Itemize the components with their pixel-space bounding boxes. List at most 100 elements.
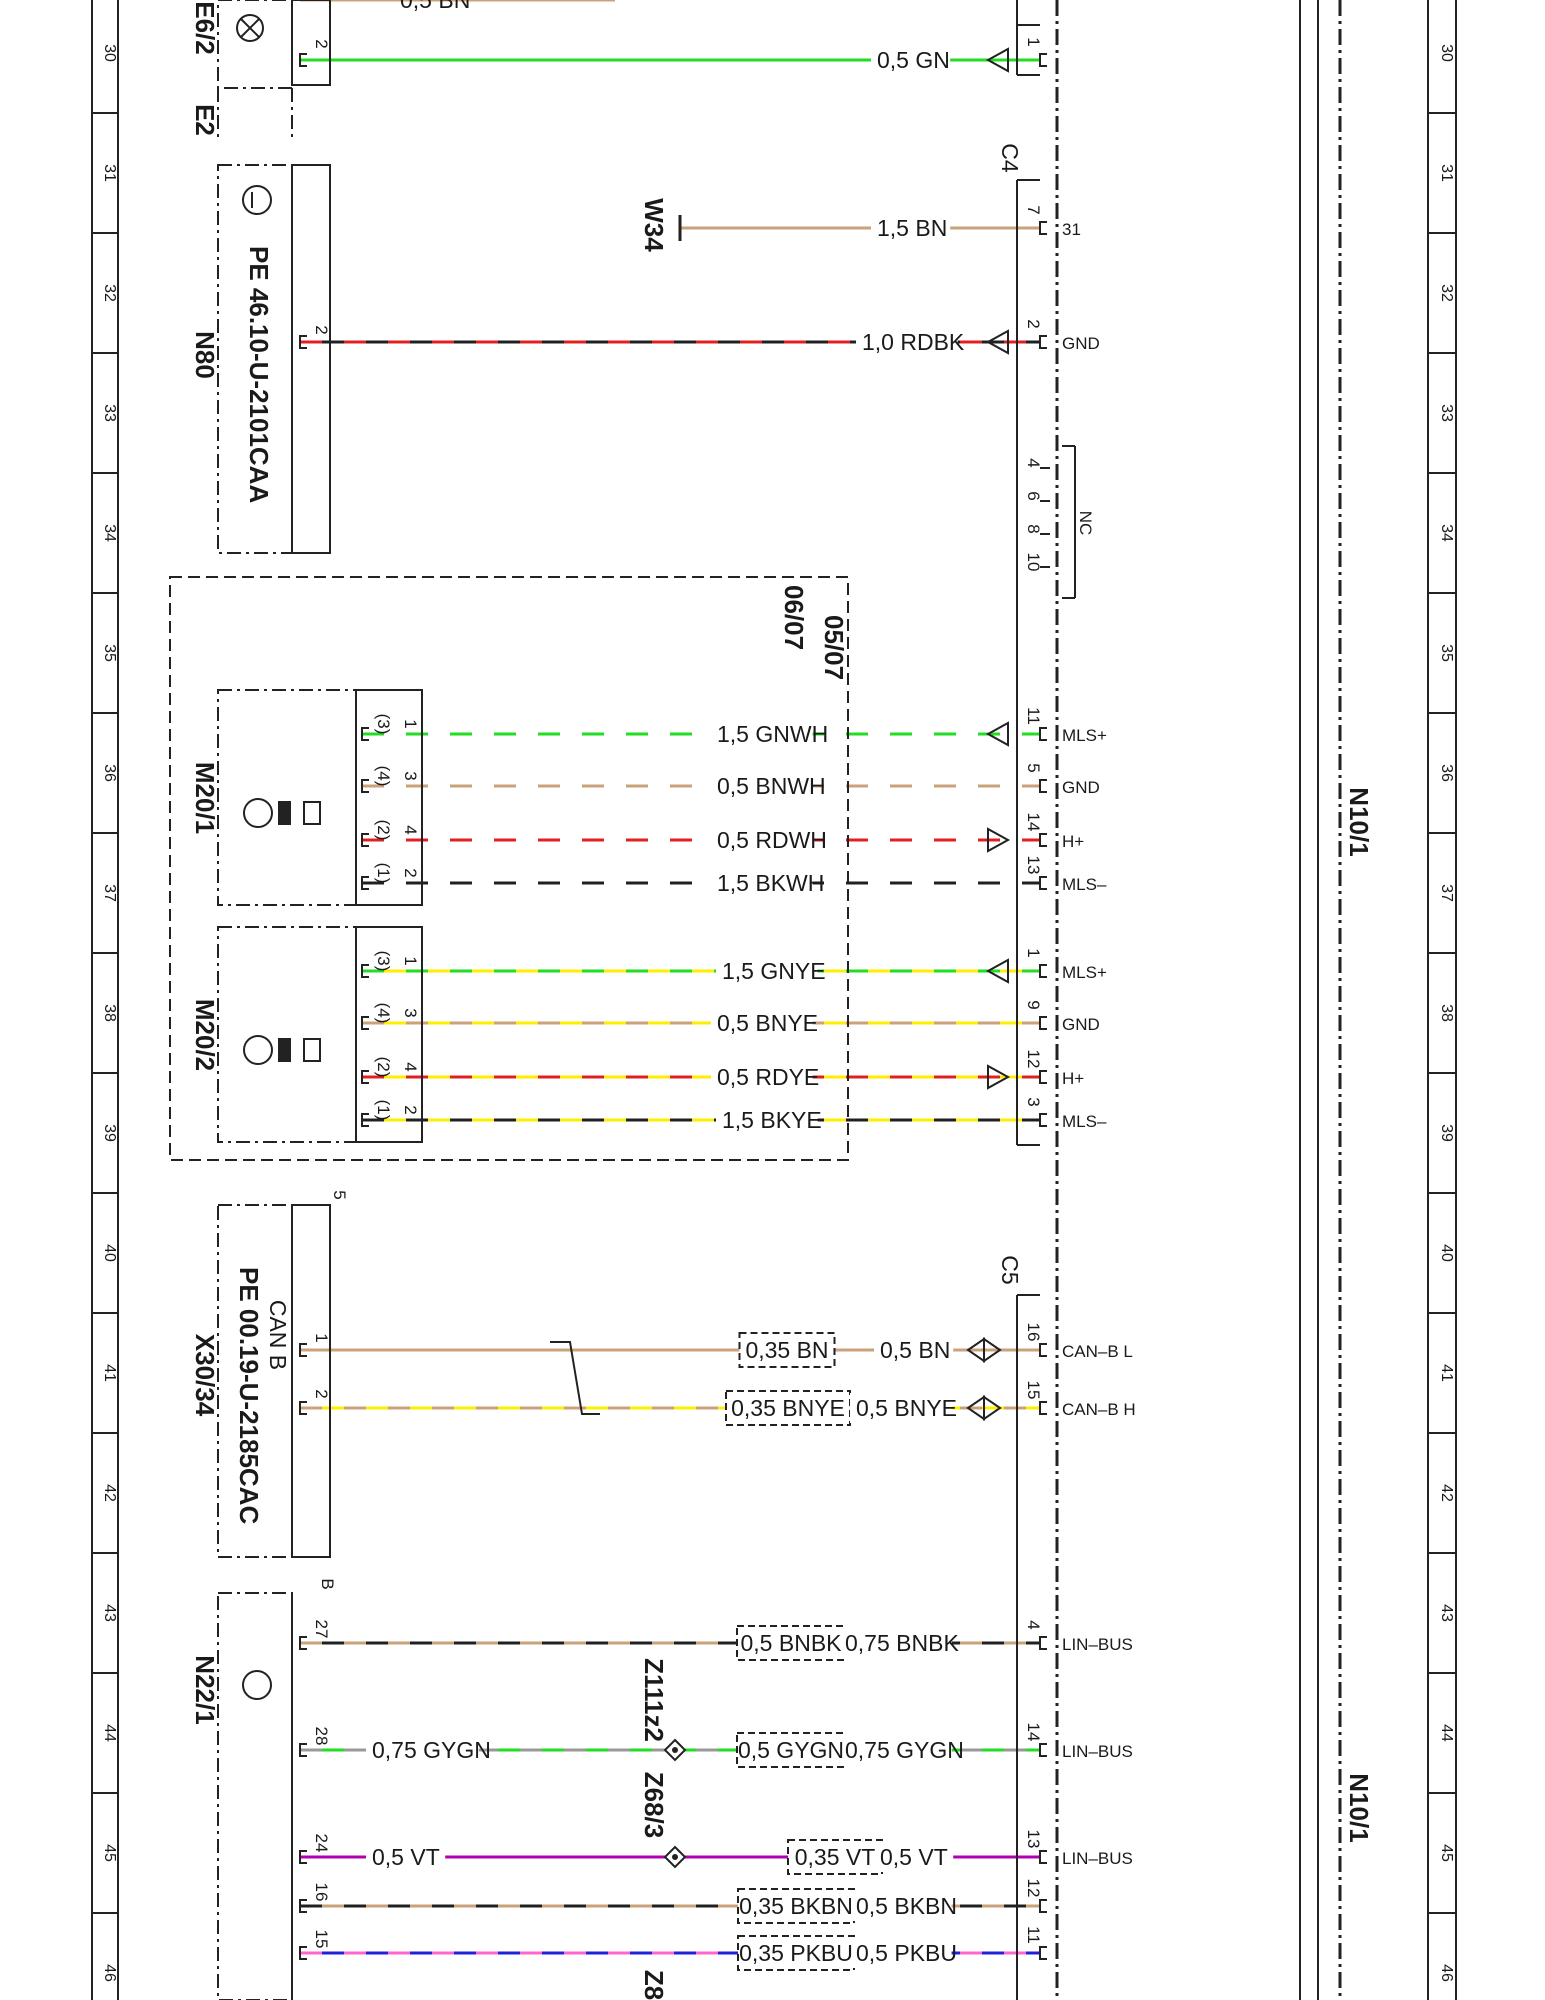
wire-label-14: 0,75 GYGN xyxy=(845,1737,964,1763)
connector-c4-label: C4 xyxy=(997,143,1023,173)
pin-mark xyxy=(299,1401,307,1415)
lamp-icon xyxy=(236,14,264,42)
motor-icon xyxy=(303,1038,321,1062)
wire-label-15-bg xyxy=(874,1842,954,1872)
ruler-label-right: 40 xyxy=(1438,1244,1455,1262)
wire-left-label-15: 0,5 VT xyxy=(372,1844,440,1870)
bidirectional-arrow-icon xyxy=(966,1395,1002,1421)
arrow-icon xyxy=(985,47,1009,73)
ruler-label-left: 34 xyxy=(101,524,118,542)
pin-mark xyxy=(1039,1636,1047,1650)
motor-pin: 4 xyxy=(401,825,420,834)
pin-number-17: 11 xyxy=(1024,1926,1043,1944)
wire-label-11: 0,5 BN xyxy=(880,1337,950,1363)
signal-label-12: CAN–B H xyxy=(1062,1400,1136,1419)
ruler-label-left: 32 xyxy=(101,284,118,302)
wire-label-1-bg xyxy=(871,213,951,243)
splice-dot xyxy=(672,1747,678,1753)
motor-alt-pin: (1) xyxy=(374,863,393,884)
pin-number-11: 16 xyxy=(1024,1323,1043,1342)
wire-alt-13: 0,5 BNBK xyxy=(741,1630,843,1656)
pin-mark xyxy=(1039,1946,1047,1960)
ruler-label-right: 30 xyxy=(1438,44,1455,62)
connector-c5-label: C5 xyxy=(997,1255,1023,1284)
arrow-icon xyxy=(985,721,1009,747)
pin-number-0: 1 xyxy=(1024,37,1043,46)
motor-icon xyxy=(243,1035,273,1065)
signal-label-15: LIN–BUS xyxy=(1062,1849,1133,1868)
wire-label-13: 0,75 BNBK xyxy=(845,1630,959,1656)
bidirectional-arrow-icon xyxy=(966,1337,1002,1363)
wire-label-17: 0,5 PKBU xyxy=(856,1940,957,1966)
signal-label-11: CAN–B L xyxy=(1062,1342,1133,1361)
ruler-label-left: 30 xyxy=(101,44,118,62)
ruler-label-right: 31 xyxy=(1438,164,1455,182)
x30-pin-1: 1 xyxy=(312,1333,331,1342)
motor-pin: 3 xyxy=(401,1008,420,1017)
components-layer xyxy=(169,0,1076,2000)
pin-mark xyxy=(1039,1743,1047,1757)
wire-alt-17: 0,35 PKBU xyxy=(739,1940,853,1966)
ruler-label-right: 33 xyxy=(1438,404,1455,422)
signal-label-1: 31 xyxy=(1062,220,1081,239)
motor-alt-pin: (1) xyxy=(374,1100,393,1121)
signal-label-9: H+ xyxy=(1062,1069,1084,1088)
n80-pin-2: 2 xyxy=(312,325,331,334)
wire-alt-15: 0,35 VT xyxy=(795,1844,876,1870)
motor-pin: 1 xyxy=(401,719,420,728)
ruler-label-left: 39 xyxy=(101,1124,118,1142)
component-motor xyxy=(217,926,357,1143)
nc-pin-number: 10 xyxy=(1024,553,1043,572)
motor-alt-pin: (2) xyxy=(374,820,393,841)
ruler-label-left: 35 xyxy=(101,644,118,662)
pin-number-14: 14 xyxy=(1024,1723,1043,1742)
signal-label-10: MLS– xyxy=(1062,1112,1107,1131)
pin-mark xyxy=(299,1850,307,1864)
signal-label-6: MLS– xyxy=(1062,875,1107,894)
ruler-label-left: 42 xyxy=(101,1484,118,1502)
splice-dot xyxy=(672,1854,678,1860)
device-n10-1-label-lower: N10/1 xyxy=(1344,1773,1374,1842)
wire-label-3: 1,5 GNWH xyxy=(717,721,828,747)
motor-alt-pin: (3) xyxy=(374,951,393,972)
pin-mark xyxy=(299,1343,307,1357)
pin-number-5: 14 xyxy=(1024,813,1043,832)
pin-mark xyxy=(1039,727,1047,741)
motor-alt-pin: (2) xyxy=(374,1057,393,1078)
nc-pin-number: 8 xyxy=(1024,524,1043,533)
ruler-label-left: 31 xyxy=(101,164,118,182)
motor-pin: 4 xyxy=(401,1062,420,1071)
wire-label-12: 0,5 BNYE xyxy=(856,1395,957,1421)
pin-mark xyxy=(1039,335,1047,349)
device-e6-2-label: E6/2 xyxy=(190,1,220,55)
signal-label-8: GND xyxy=(1062,1015,1100,1034)
wire-label-10-bg xyxy=(716,1105,818,1135)
wire-label-2: 1,0 RDBK xyxy=(862,329,965,355)
ruler-label-left: 38 xyxy=(101,1004,118,1022)
ruler-label-left: 33 xyxy=(101,404,118,422)
n22-pin: 16 xyxy=(312,1883,331,1902)
pin-number-10: 3 xyxy=(1024,1097,1043,1106)
device-n22-1-label: N22/1 xyxy=(190,1655,220,1724)
pin-mark xyxy=(361,779,369,793)
frame-layer xyxy=(91,0,1457,2000)
splice-z111z2-label: Z111z2 xyxy=(639,1658,669,1742)
motor-alt-pin: (3) xyxy=(374,714,393,735)
motor-pin: 1 xyxy=(401,956,420,965)
wire-label-10: 1,5 BKYE xyxy=(722,1107,822,1133)
wire-label-6-bg xyxy=(711,868,813,898)
x30-pin-block xyxy=(291,1204,331,1558)
device-motor-label: M20/1 xyxy=(190,762,220,834)
ruler-label-right: 44 xyxy=(1438,1724,1455,1742)
pin-mark xyxy=(1039,1899,1047,1913)
pin-mark xyxy=(1039,1070,1047,1084)
wire-label-15: 0,5 VT xyxy=(880,1844,948,1870)
lamp-icon-cross xyxy=(240,18,260,38)
pin-number-7: 1 xyxy=(1024,948,1043,957)
twisted-pair-icon xyxy=(550,1341,600,1415)
e6-2-pin-2: 2 xyxy=(312,39,331,48)
n22-pin: 28 xyxy=(312,1727,331,1746)
component-motor xyxy=(217,689,357,906)
